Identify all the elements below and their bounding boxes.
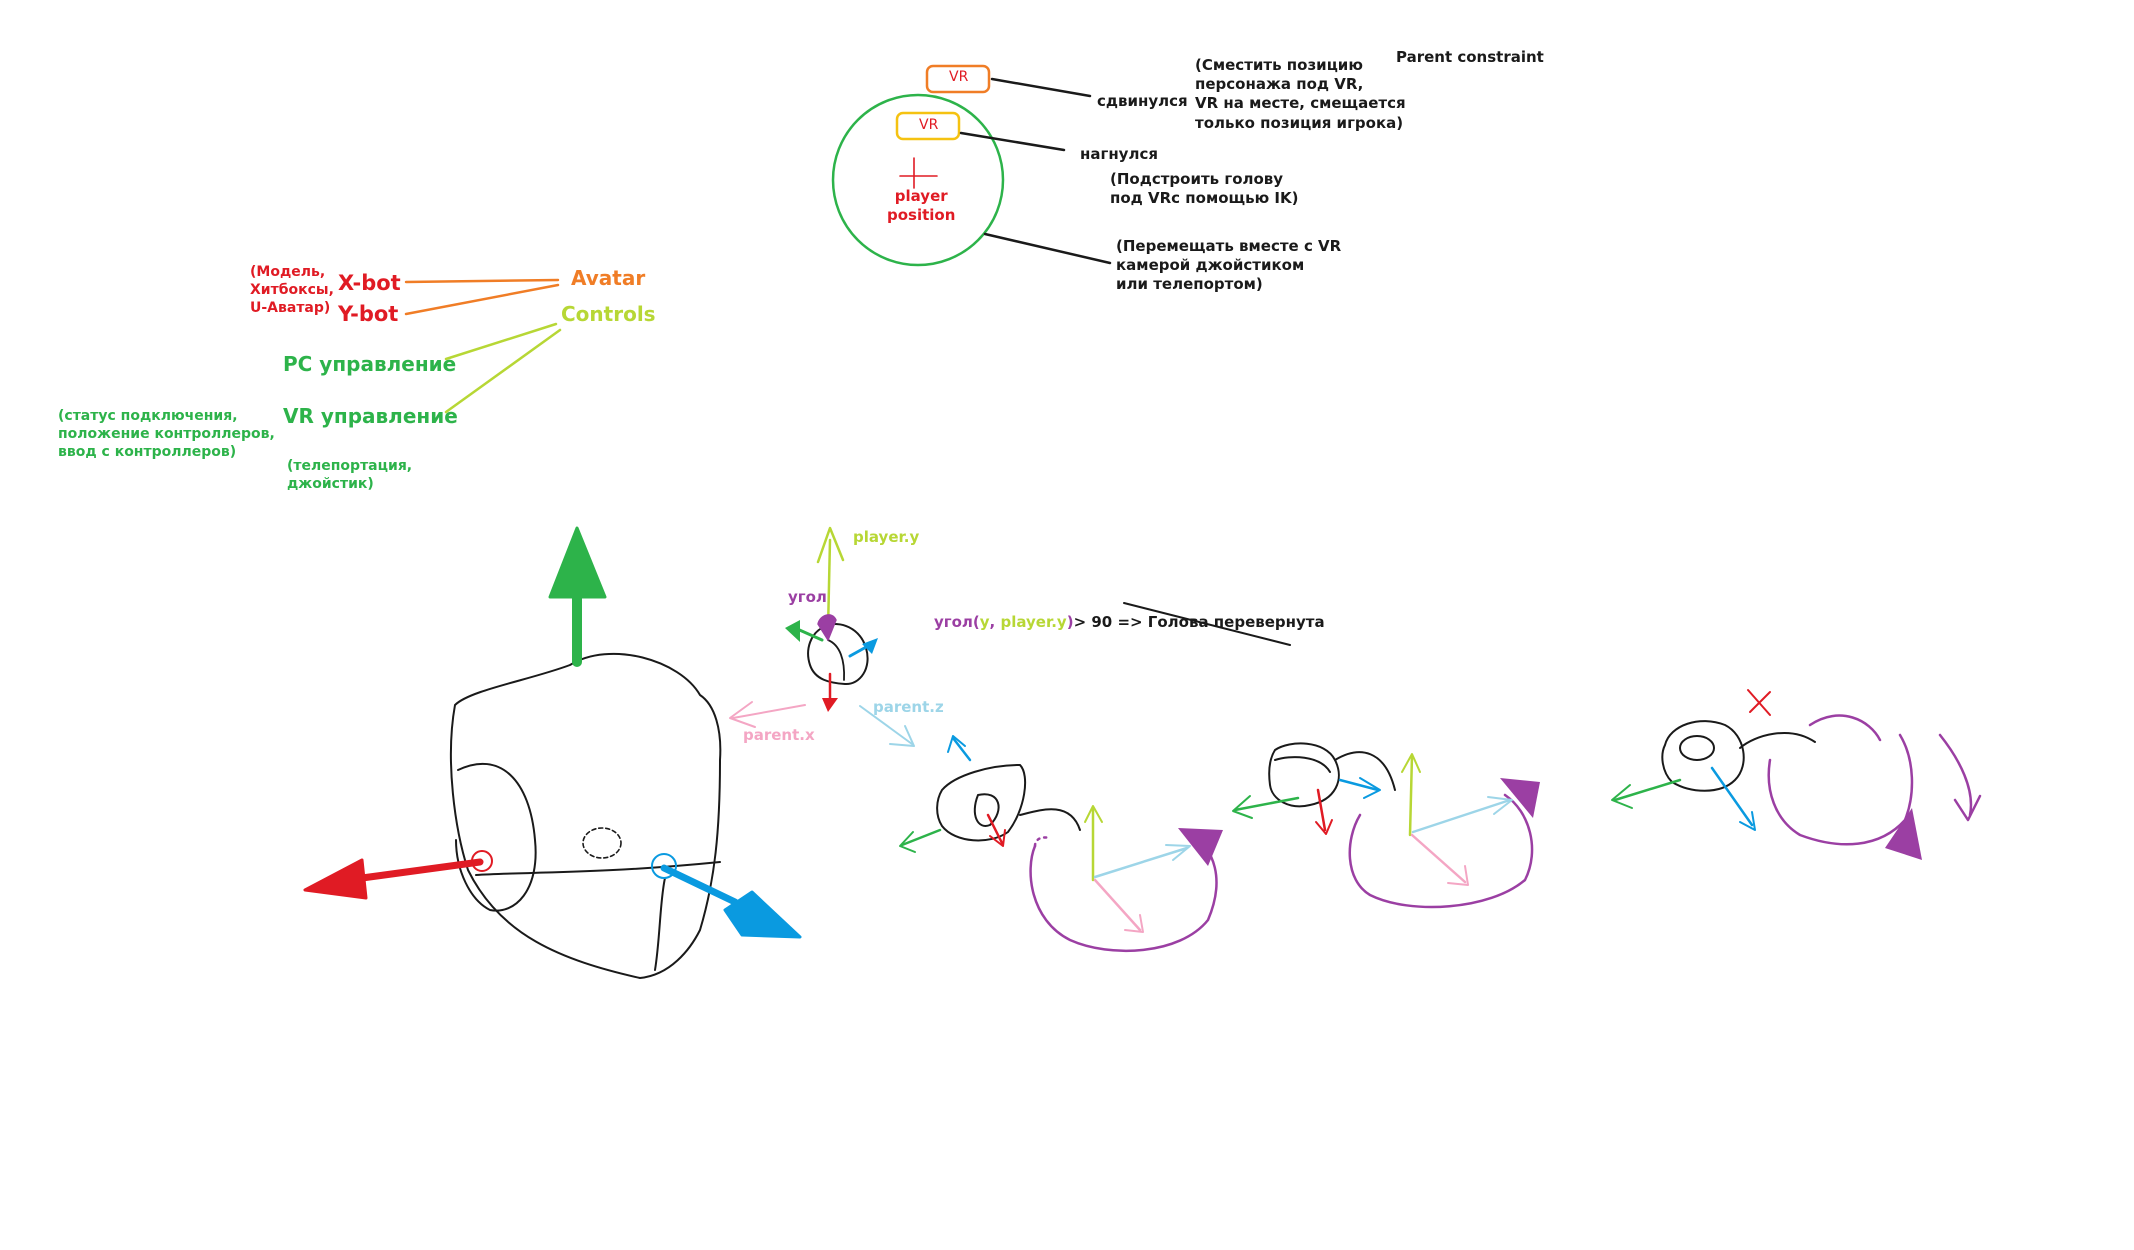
moved-label: сдвинулся — [1097, 92, 1188, 110]
vr-box-inner — [895, 111, 961, 141]
model-note: (Модель, Хитбоксы, U-Аватар) — [250, 264, 334, 316]
moved-connector — [990, 77, 1092, 98]
vr-control-label: VR управление — [283, 404, 458, 428]
ybot-label: Y-bot — [338, 302, 399, 326]
formula-angle: угол — [934, 613, 973, 631]
parent-z-label: parent.z — [873, 698, 944, 716]
pose-sketch-1 — [899, 735, 1223, 953]
bent-connector — [959, 131, 1066, 152]
circle-note: (Перемещать вместе с VR камерой джойстик… — [1116, 237, 1342, 294]
bent-note: (Подстроить голову под VRc помощью IK) — [1110, 170, 1299, 208]
formula-comma: , — [989, 613, 1001, 631]
big-gizmo-x-axis — [303, 850, 493, 900]
pc-control-label: PC управление — [283, 352, 457, 376]
big-gizmo-y-axis — [548, 526, 607, 667]
move-note: (Сместить позицию персонажа под VR, VR н… — [1195, 56, 1406, 132]
head-center-marker — [582, 827, 622, 859]
controls-label: Controls — [561, 302, 656, 326]
big-gizmo-z-axis — [651, 853, 802, 939]
xbot-label: X-bot — [338, 271, 401, 295]
formula-player-y: player.y — [1000, 613, 1067, 631]
angle-formula: угол(у, player.y)> 90 => Голова переверн… — [934, 613, 1325, 632]
mindmap-connectors — [404, 278, 562, 414]
formula-y: у — [979, 613, 990, 631]
big-head-outline — [449, 652, 722, 979]
status-note: (статус подключения, положение контролле… — [58, 408, 275, 460]
bent-label: нагнулся — [1080, 145, 1158, 163]
parent-constraint-label: Parent constraint — [1396, 48, 1544, 66]
vr-box-inner-label: VR — [919, 117, 939, 133]
circle-connector — [983, 232, 1112, 265]
parent-x-label: parent.x — [743, 726, 815, 744]
formula-close-paren: ) — [1066, 613, 1074, 631]
vr-box-top-label: VR — [949, 69, 969, 85]
pose-sketch-2 — [1232, 742, 1540, 909]
avatar-label: Avatar — [571, 266, 646, 290]
player-y-label: player.y — [853, 528, 920, 546]
angle-label: угол — [788, 588, 827, 606]
teleport-note: (телепортация, джойстик) — [287, 458, 413, 492]
vr-box-top — [925, 64, 991, 94]
formula-result: > 90 => Голова перевернута — [1073, 613, 1325, 631]
formula-open-paren: ( — [972, 613, 980, 631]
player-position-cross — [899, 157, 938, 189]
player-position-circle — [831, 93, 1005, 267]
player-position-label: player position — [887, 187, 956, 225]
formula-strike — [1123, 602, 1291, 646]
small-head-sketch — [729, 526, 915, 747]
pose-sketch-3 — [1611, 689, 1982, 860]
